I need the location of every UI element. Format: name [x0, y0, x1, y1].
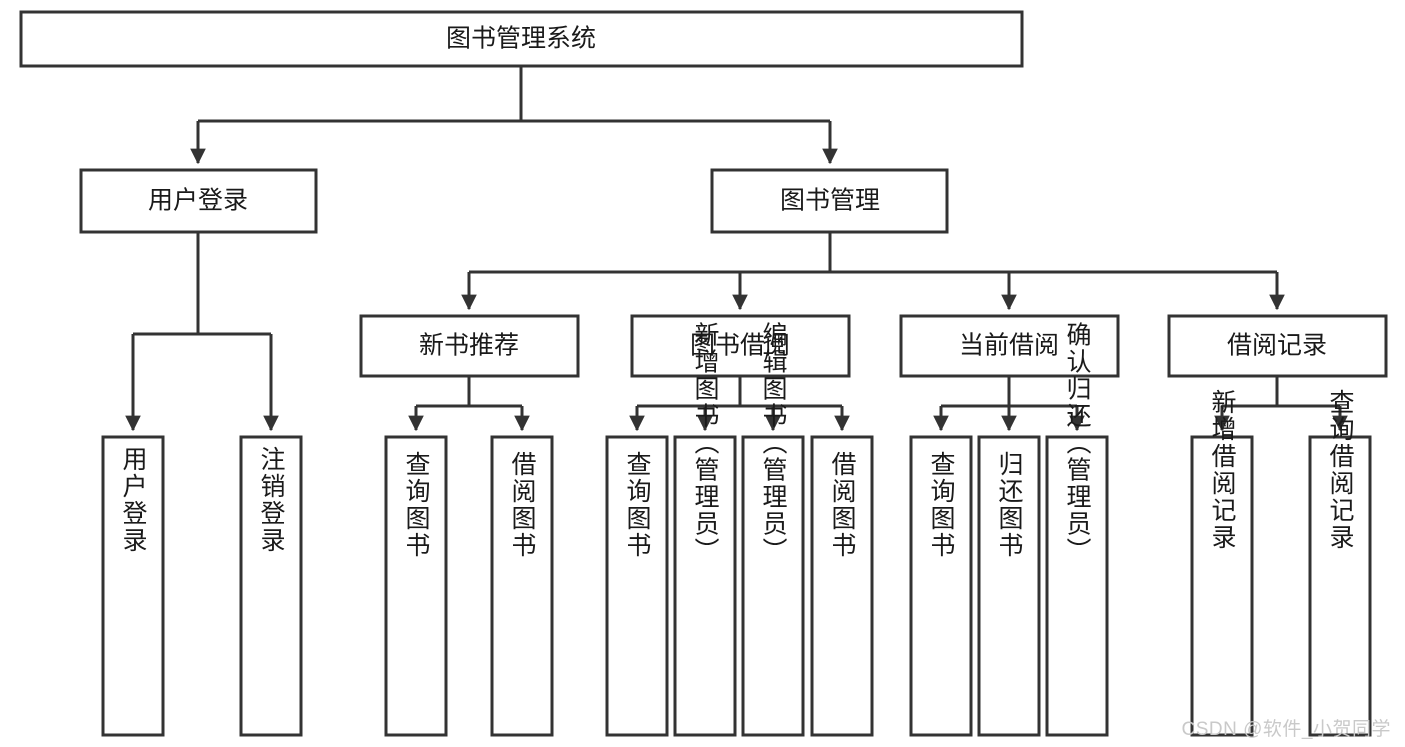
leaf-borrow-record-query-box[interactable] — [1308, 435, 1372, 737]
leaf-new-book-query-box[interactable] — [384, 435, 448, 737]
leaf-new-book-query[interactable]: 查询图书 — [384, 435, 448, 737]
leaf-current-borrow-query[interactable]: 查询图书 — [909, 435, 973, 737]
node-root-box[interactable] — [19, 10, 1024, 68]
leaf-current-borrow-confirm-box[interactable] — [1045, 435, 1109, 737]
node-book-manage[interactable]: 图书管理 — [710, 168, 949, 234]
node-book-manage-box[interactable] — [710, 168, 949, 234]
leaf-book-borrow-add[interactable]: 新增图书（管理员） — [673, 322, 737, 737]
node-new-book-recommend-box[interactable] — [359, 314, 580, 378]
leaf-borrow-record-add-label: 新增借阅记录 — [1208, 389, 1237, 551]
leaf-borrow-record-query[interactable]: 查询借阅记录 — [1308, 389, 1372, 737]
node-user-login-label: 用户登录 — [148, 187, 248, 215]
leaf-book-borrow-query-label: 查询图书 — [623, 451, 652, 559]
leaf-book-borrow-add-label: 新增图书（管理员） — [691, 322, 720, 565]
node-borrow-record-label: 借阅记录 — [1227, 332, 1327, 360]
leaf-current-borrow-return-box[interactable] — [977, 435, 1041, 737]
leaf-borrow-record-add-box[interactable] — [1190, 435, 1254, 737]
node-new-book-recommend[interactable]: 新书推荐 — [359, 314, 580, 378]
leaf-book-borrow-borrow-box[interactable] — [810, 435, 874, 737]
leaf-current-borrow-query-label: 查询图书 — [927, 451, 956, 559]
leaf-new-book-borrow[interactable]: 借阅图书 — [490, 435, 554, 737]
leaf-new-book-query-label: 查询图书 — [402, 451, 431, 559]
leaf-current-borrow-confirm[interactable]: 确认归还（管理员） — [1045, 322, 1109, 737]
leaf-current-borrow-return[interactable]: 归还图书 — [977, 435, 1041, 737]
leaf-book-borrow-query[interactable]: 查询图书 — [605, 435, 669, 737]
leaf-current-borrow-return-label: 归还图书 — [995, 451, 1024, 559]
leaf-user-login-logout-box[interactable] — [239, 435, 303, 737]
leaf-new-book-borrow-box[interactable] — [490, 435, 554, 737]
leaf-user-login-login[interactable]: 用户登录 — [101, 435, 165, 737]
csdn-watermark: CSDN @软件_小贺同学 — [1181, 719, 1391, 740]
leaf-book-borrow-borrow[interactable]: 借阅图书 — [810, 435, 874, 737]
node-current-borrow-box[interactable] — [899, 314, 1120, 378]
node-current-borrow[interactable]: 当前借阅 — [899, 314, 1120, 378]
leaf-book-borrow-edit-box[interactable] — [741, 435, 805, 737]
leaf-book-borrow-edit[interactable]: 编辑图书（管理员） — [741, 322, 805, 737]
node-root[interactable]: 图书管理系统 — [19, 10, 1024, 68]
node-book-borrow-label: 图书借阅 — [690, 332, 790, 360]
node-user-login[interactable]: 用户登录 — [79, 168, 318, 234]
leaf-user-login-login-label: 用户登录 — [119, 446, 148, 554]
leaf-new-book-borrow-label: 借阅图书 — [508, 451, 537, 559]
leaf-borrow-record-query-label: 查询借阅记录 — [1326, 389, 1355, 551]
leaf-user-login-logout[interactable]: 注销登录 — [239, 435, 303, 737]
leaf-book-borrow-borrow-label: 借阅图书 — [828, 451, 857, 559]
leaf-book-borrow-add-box[interactable] — [673, 435, 737, 737]
node-book-manage-label: 图书管理 — [780, 187, 880, 215]
leaf-current-borrow-query-box[interactable] — [909, 435, 973, 737]
leaf-current-borrow-confirm-label: 确认归还（管理员） — [1063, 322, 1092, 565]
leaf-book-borrow-edit-label: 编辑图书（管理员） — [759, 322, 788, 565]
node-borrow-record[interactable]: 借阅记录 — [1167, 314, 1388, 378]
node-current-borrow-label: 当前借阅 — [959, 332, 1059, 360]
leaf-user-login-login-box[interactable] — [101, 435, 165, 737]
node-book-borrow[interactable]: 图书借阅 — [630, 314, 851, 378]
leaf-book-borrow-query-box[interactable] — [605, 435, 669, 737]
node-borrow-record-box[interactable] — [1167, 314, 1388, 378]
node-new-book-recommend-label: 新书推荐 — [419, 332, 519, 360]
node-book-borrow-box[interactable] — [630, 314, 851, 378]
leaf-borrow-record-add[interactable]: 新增借阅记录 — [1190, 389, 1254, 737]
leaf-user-login-logout-label: 注销登录 — [257, 446, 286, 554]
node-root-label: 图书管理系统 — [446, 25, 596, 53]
